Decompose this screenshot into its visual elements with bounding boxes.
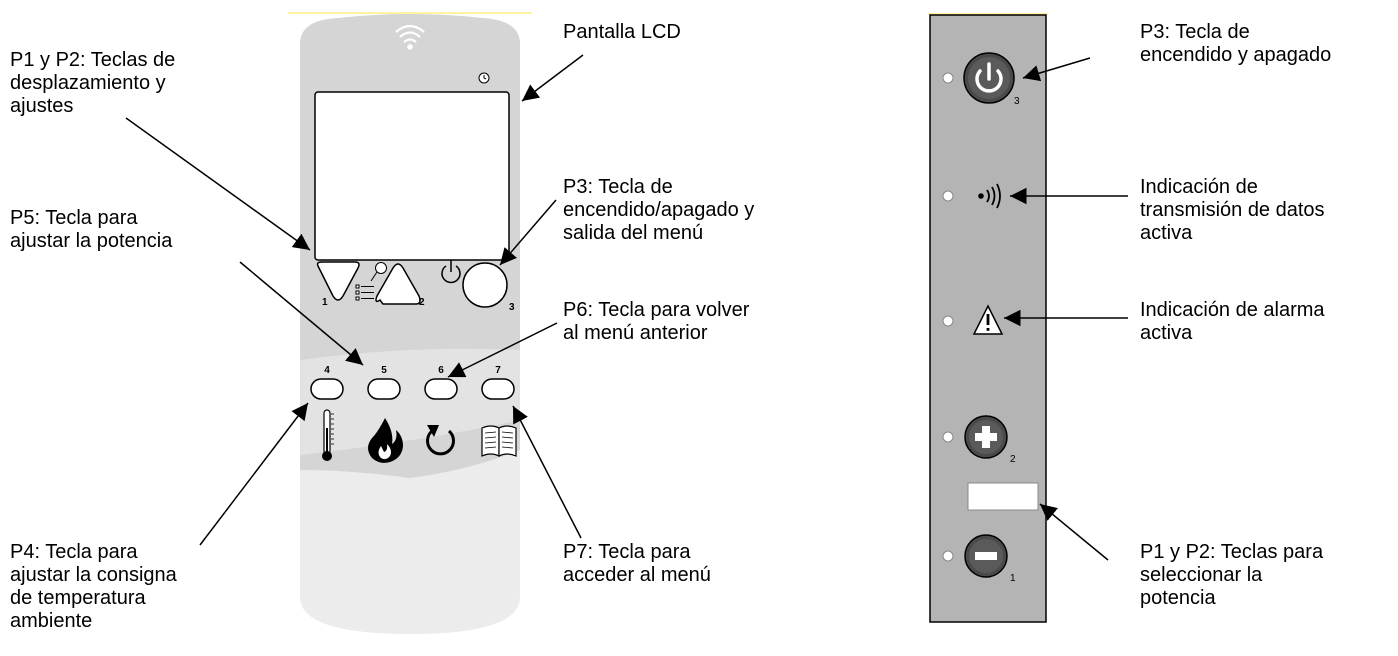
key-2-up-button[interactable] (375, 263, 421, 305)
callout-arrow-p4 (199, 402, 309, 546)
callout-arrow-p6 (447, 322, 558, 378)
panel-key-number-2: 2 (1010, 454, 1016, 465)
key-4-button[interactable] (310, 378, 344, 400)
callout-arrow-p3 (499, 199, 557, 266)
key-number-7: 7 (495, 365, 501, 376)
label-panel-p1-p2-power-keys: P1 y P2: Teclas para seleccionar la pote… (1140, 541, 1324, 609)
callout-arrow-p7 (512, 405, 582, 539)
label-p1-p2-scroll-keys: P1 y P2: Teclas de desplazamiento y ajus… (10, 49, 176, 117)
remote-control: 1 2 3 4 5 6 7 (288, 12, 532, 634)
transmission-icon (978, 183, 1001, 209)
panel-callouts (1004, 57, 1128, 561)
callout-arrow-p1p2 (125, 117, 311, 251)
callout-arrow-p5 (239, 261, 364, 366)
key-1-down-button[interactable] (316, 261, 360, 301)
panel-key-number-1: 1 (1010, 573, 1016, 584)
callout-arrow-panel-p3 (1022, 57, 1091, 82)
label-p7-menu-key: P7: Tecla para acceder al menú (563, 541, 711, 586)
label-p4-temperature-key: P4: Tecla para ajustar la consigna de te… (10, 541, 177, 632)
back-arrow-icon (426, 425, 455, 456)
thermometer-icon (322, 409, 334, 461)
flame-icon (368, 418, 403, 463)
label-lcd-screen: Pantalla LCD (563, 21, 681, 43)
control-panel: 3 2 1 (928, 13, 1048, 623)
callout-arrow-panel-p1p2 (1039, 503, 1109, 561)
lcd-screen (314, 91, 510, 261)
key-number-6: 6 (438, 365, 444, 376)
plus-icon (975, 426, 997, 448)
key-number-4: 4 (324, 365, 330, 376)
panel-key-number-3: 3 (1014, 96, 1020, 107)
power-icon (975, 62, 1003, 93)
key-number-1: 1 (322, 297, 328, 308)
label-p6-back-key: P6: Tecla para volver al menú anterior (563, 299, 750, 344)
alarm-warning-icon (972, 304, 1004, 335)
label-panel-transmission-indicator: Indicación de transmisión de datos activ… (1140, 176, 1325, 244)
led-transmission (942, 190, 954, 202)
label-p5-power-key: P5: Tecla para ajustar la potencia (10, 207, 173, 252)
key-5-button[interactable] (367, 378, 401, 400)
wifi-icon (395, 24, 425, 50)
power-icon (441, 260, 461, 284)
callout-arrow-lcd (521, 54, 584, 102)
label-panel-alarm-indicator: Indicación de alarma activa (1140, 299, 1325, 344)
led-minus (942, 550, 954, 562)
key-number-2: 2 (419, 297, 425, 308)
remote-callouts (125, 54, 584, 546)
led-alarm (942, 315, 954, 327)
key-number-5: 5 (381, 365, 387, 376)
key-7-button[interactable] (481, 378, 515, 400)
clock-icon (478, 72, 490, 84)
label-p3-power-exit-key: P3: Tecla de encendido/apagado y salida … (563, 176, 755, 244)
search-menu-icon (355, 262, 387, 301)
led-plus (942, 431, 954, 443)
power-level-display (967, 482, 1039, 511)
minus-icon (975, 552, 997, 560)
key-number-3: 3 (509, 302, 515, 313)
led-power (942, 72, 954, 84)
label-panel-p3-on-off-key: P3: Tecla de encendido y apagado (1140, 21, 1332, 66)
book-menu-icon (481, 425, 517, 457)
key-3-power-button[interactable] (462, 262, 508, 308)
key-6-button[interactable] (424, 378, 458, 400)
